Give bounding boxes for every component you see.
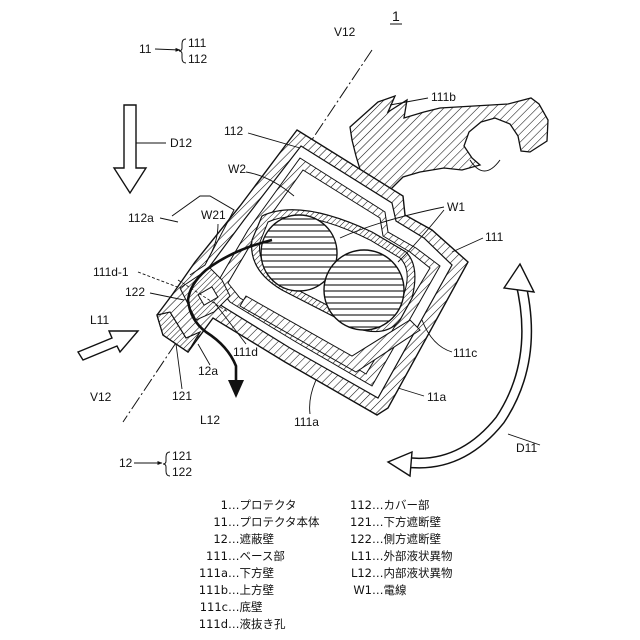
legend-code: 1 xyxy=(150,497,228,514)
d11-arrow-head-top xyxy=(504,264,534,292)
legend-text: …内部液状異物 xyxy=(372,566,453,580)
legend-item: W1…電線 xyxy=(322,582,453,599)
legend-item: 12…遮蔽壁 xyxy=(150,531,320,548)
callout-111d-1: 111d-1 xyxy=(93,265,129,279)
callout-11-member-a: 111 xyxy=(188,36,207,50)
callout-112a-leader xyxy=(160,218,178,222)
callout-11-leader xyxy=(155,49,180,50)
callout-d12: D12 xyxy=(170,136,192,150)
legend-text: …下方遮断壁 xyxy=(372,515,441,529)
callout-l12: L12 xyxy=(200,413,220,427)
legend-code: 11 xyxy=(150,514,228,531)
callout-12a: 12a xyxy=(198,364,218,378)
legend-text: …下方壁 xyxy=(228,566,274,580)
legend-text: …プロテクタ xyxy=(228,498,297,512)
callout-12-member-b: 122 xyxy=(172,465,192,479)
figure-number: 1 xyxy=(392,8,400,24)
wire-w1-b xyxy=(324,250,404,330)
legend-item: 11…プロテクタ本体 xyxy=(150,514,320,531)
callout-112: 112 xyxy=(224,124,243,138)
callout-12a-leader xyxy=(198,344,210,365)
callout-12-member-a: 121 xyxy=(172,449,192,463)
callout-121: 121 xyxy=(172,389,192,403)
legend-code: 111c xyxy=(150,599,228,616)
legend-code: 111a xyxy=(150,565,228,582)
callout-111d: 111d xyxy=(233,345,258,359)
callout-111: 111 xyxy=(485,230,504,244)
callout-12-brace xyxy=(163,452,170,476)
callout-111b: 111b xyxy=(431,90,456,104)
legend-item: 121…下方遮断壁 xyxy=(322,514,453,531)
legend-text: …上方壁 xyxy=(228,583,274,597)
legend-item: 111…ベース部 xyxy=(150,548,320,565)
callout-112a: 112a xyxy=(128,211,154,225)
d11-arrow-head-bottom xyxy=(388,452,412,476)
callout-v12-top: V12 xyxy=(334,25,356,39)
callout-111c: 111c xyxy=(453,346,477,360)
callout-11-brace xyxy=(179,39,186,63)
callout-111-leader xyxy=(452,238,483,252)
legend-item: L11…外部液状異物 xyxy=(322,548,453,565)
legend-item: 111a…下方壁 xyxy=(150,565,320,582)
legend-code: 111b xyxy=(150,582,228,599)
callout-11a-leader xyxy=(398,388,424,396)
legend-text: …ベース部 xyxy=(228,549,285,563)
legend-right-column: 112…カバー部 121…下方遮断壁 122…側方遮断壁 L11…外部液状異物 … xyxy=(322,497,453,599)
legend-text: …カバー部 xyxy=(372,498,430,512)
callout-12: 12 xyxy=(119,456,133,470)
legend-code: L12 xyxy=(322,565,372,582)
legend-text: …液抜き孔 xyxy=(228,617,286,631)
callout-111a: 111a xyxy=(294,415,319,429)
callout-d11: D11 xyxy=(516,441,537,455)
legend-text: …遮蔽壁 xyxy=(228,532,274,546)
callout-111b-leader xyxy=(390,98,428,105)
liquid-path-l12-head xyxy=(228,380,244,398)
legend-item: 111d…液抜き孔 xyxy=(150,616,320,633)
callout-122: 122 xyxy=(125,285,145,299)
legend-text: …側方遮断壁 xyxy=(372,532,441,546)
d12-direction-arrow xyxy=(114,105,146,193)
legend-code: 121 xyxy=(322,514,372,531)
legend-item: 111b…上方壁 xyxy=(150,582,320,599)
legend-code: 12 xyxy=(150,531,228,548)
legend-text: …外部液状異物 xyxy=(372,549,453,563)
callout-121-leader xyxy=(176,344,182,389)
legend-item: 1…プロテクタ xyxy=(150,497,320,514)
callout-11-member-b: 112 xyxy=(188,52,207,66)
legend-code: L11 xyxy=(322,548,372,565)
callout-v12-bottom: V12 xyxy=(90,390,112,404)
legend-item: 122…側方遮断壁 xyxy=(322,531,453,548)
legend-left-column: 1…プロテクタ 11…プロテクタ本体 12…遮蔽壁 111…ベース部 111a…… xyxy=(150,497,320,633)
callout-11: 11 xyxy=(139,42,152,56)
legend-text: …電線 xyxy=(372,583,407,597)
legend-code: W1 xyxy=(322,582,372,599)
callout-w2: W2 xyxy=(228,162,246,176)
callout-11a: 11a xyxy=(427,390,446,404)
legend-item: 111c…底壁 xyxy=(150,599,320,616)
legend-code: 111d xyxy=(150,616,228,633)
l11-liquid-arrow xyxy=(78,331,138,360)
legend-item: 112…カバー部 xyxy=(322,497,453,514)
callout-w1: W1 xyxy=(447,200,465,214)
callout-111a-leader xyxy=(310,380,316,414)
callout-w21: W21 xyxy=(201,208,226,222)
legend-code: 112 xyxy=(322,497,372,514)
legend-code: 111 xyxy=(150,548,228,565)
callout-l11: L11 xyxy=(90,313,109,327)
legend-code: 122 xyxy=(322,531,372,548)
legend-text: …プロテクタ本体 xyxy=(228,515,320,529)
legend-text: …底壁 xyxy=(228,600,263,614)
legend-item: L12…内部液状異物 xyxy=(322,565,453,582)
